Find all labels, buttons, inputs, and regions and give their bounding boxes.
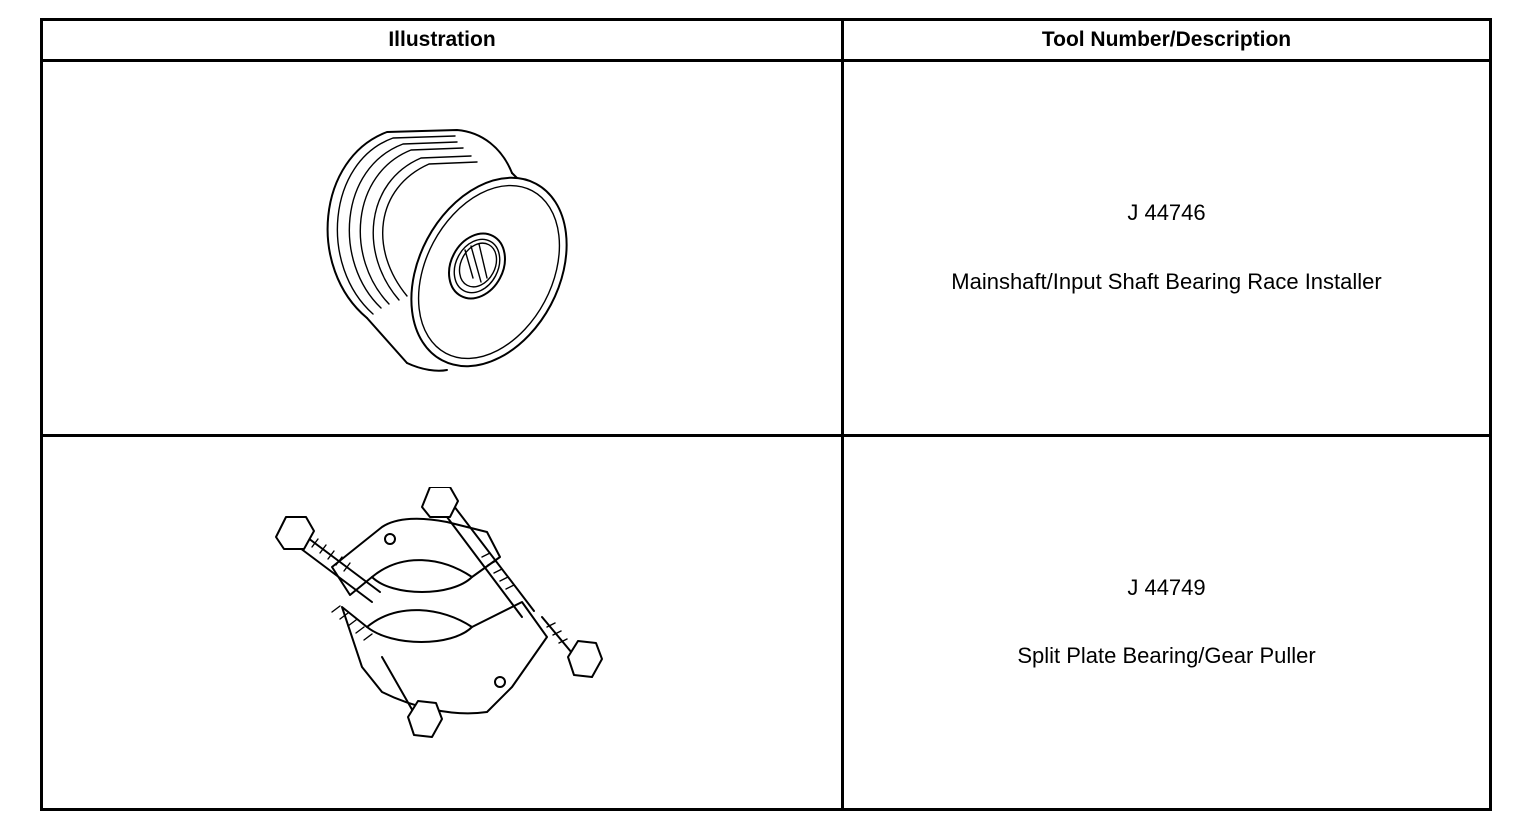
header-row: Illustration Tool Number/Description <box>40 18 1492 62</box>
tool-description-cell: J 44746 Mainshaft/Input Shaft Bearing Ra… <box>841 59 1492 437</box>
illustration-cell <box>40 433 844 811</box>
tool-description: Mainshaft/Input Shaft Bearing Race Insta… <box>951 268 1382 294</box>
tool-description: Split Plate Bearing/Gear Puller <box>1017 643 1316 669</box>
split-plate-puller-icon <box>275 487 603 739</box>
tool-table: Illustration Tool Number/Description <box>40 18 1492 811</box>
tool-number: J 44746 <box>1127 200 1206 226</box>
header-tool-number-description: Tool Number/Description <box>841 18 1492 62</box>
illustration-cell <box>40 59 844 437</box>
tool-number: J 44749 <box>1127 574 1206 600</box>
tool-description-cell: J 44749 Split Plate Bearing/Gear Puller <box>841 433 1492 811</box>
table-row: J 44746 Mainshaft/Input Shaft Bearing Ra… <box>40 59 1492 437</box>
table-row: J 44749 Split Plate Bearing/Gear Puller <box>40 433 1492 811</box>
header-illustration: Illustration <box>40 18 844 62</box>
bearing-race-installer-icon <box>326 128 568 372</box>
